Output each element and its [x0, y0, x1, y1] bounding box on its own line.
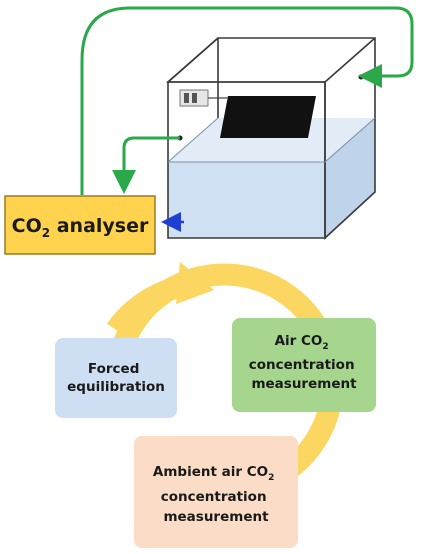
black-plate-icon [220, 96, 316, 138]
tubing [80, 6, 414, 195]
stage-text: Air CO2 concentration measurement [249, 333, 360, 392]
cycle-arrowhead-icon [176, 262, 214, 304]
tank [165, 37, 376, 240]
stage-text: Forced equilibration [67, 361, 165, 395]
water-side [325, 118, 375, 238]
stage-ambient-air-co2: Ambient air CO2 concentration measuremen… [134, 436, 298, 548]
water-volume [168, 118, 375, 238]
stage-box [232, 318, 376, 412]
sensor-icon [179, 89, 228, 107]
tank-frame [165, 37, 376, 240]
stage-box [134, 436, 298, 548]
stage-box [55, 338, 177, 418]
tube-line [80, 6, 414, 195]
water-front [168, 162, 325, 238]
co2-analyser: CO2 analyser [4, 195, 156, 255]
water-surface [168, 118, 375, 162]
outlet-port [358, 74, 364, 80]
stage-air-co2: Air CO2 concentration measurement [232, 318, 376, 412]
stage-forced-equilibration: Forced equilibration [55, 338, 177, 418]
cycle: Forced equilibration Air CO2 concentrati… [55, 262, 376, 548]
tube-line [112, 136, 180, 194]
analyser-label: CO2 analyser [12, 215, 149, 240]
analyser-box [4, 195, 156, 255]
stage-text: Ambient air CO2 concentration measuremen… [153, 464, 279, 525]
